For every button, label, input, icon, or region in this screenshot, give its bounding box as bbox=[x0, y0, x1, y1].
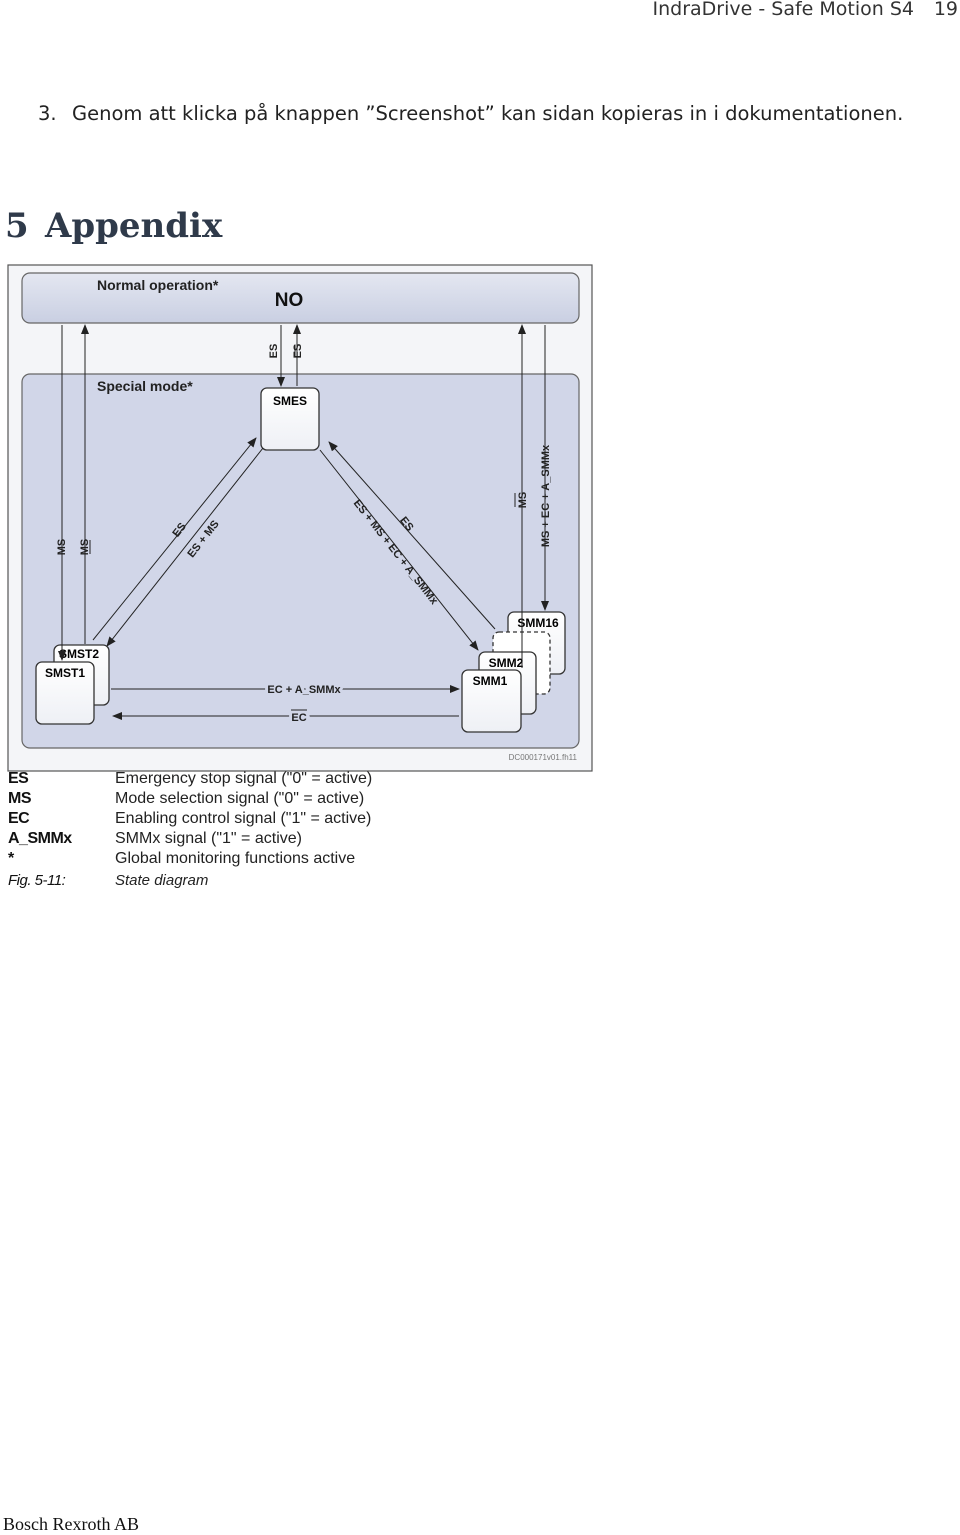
label-es-up: ES bbox=[268, 344, 280, 359]
label-ms-left1: MS bbox=[56, 539, 68, 556]
figure-title: State diagram bbox=[115, 872, 209, 889]
smm2-label: SMM2 bbox=[489, 656, 524, 670]
label-ms-ec-a-smmx: MS + EC + A_SMMx bbox=[540, 444, 552, 547]
label-ms-right1: MS bbox=[517, 492, 529, 509]
section-heading: 5 Appendix bbox=[5, 206, 222, 246]
legend-key: * bbox=[8, 850, 14, 867]
legend-row: EC Enabling control signal ("1" = active… bbox=[8, 810, 508, 830]
header-title: IndraDrive - Safe Motion S4 bbox=[652, 0, 914, 20]
step-text: Genom att klicka på knappen ”Screenshot”… bbox=[72, 102, 904, 125]
figure-number: Fig. 5-11: bbox=[8, 872, 66, 889]
arrow-smes-to-smm bbox=[319, 449, 479, 651]
legend-row: ES Emergency stop signal ("0" = active) bbox=[8, 770, 508, 790]
legend-key: A_SMMx bbox=[8, 830, 72, 847]
normal-operation-band bbox=[21, 272, 580, 324]
smst1-label: SMST1 bbox=[45, 666, 85, 680]
state-smes bbox=[260, 387, 320, 451]
figure-caption: Fig. 5-11: State diagram bbox=[8, 872, 508, 892]
legend-key: ES bbox=[8, 770, 29, 787]
label-ms-left2: MS bbox=[79, 539, 91, 556]
page-footer: Bosch Rexroth AB bbox=[3, 1514, 140, 1534]
legend-value: Mode selection signal ("0" = active) bbox=[115, 790, 365, 807]
special-mode-area bbox=[21, 373, 580, 749]
smm1-label: SMM1 bbox=[473, 674, 508, 688]
label-es-down: ES bbox=[292, 344, 304, 359]
smm16-label: SMM16 bbox=[517, 616, 559, 630]
arrow-smst-to-smes bbox=[92, 437, 257, 641]
label-not-ec: EC bbox=[291, 712, 306, 724]
section-number: 5 bbox=[5, 206, 29, 246]
state-smm1 bbox=[461, 669, 522, 733]
special-mode-label: Special mode* bbox=[97, 378, 193, 394]
legend-key: MS bbox=[8, 790, 32, 807]
legend-value: Emergency stop signal ("0" = active) bbox=[115, 770, 373, 787]
normal-operation-label: Normal operation* bbox=[97, 277, 219, 293]
legend-value: Global monitoring functions active bbox=[115, 850, 356, 867]
section-title: Appendix bbox=[45, 206, 223, 246]
state-no: NO bbox=[275, 290, 304, 311]
page-number: 19 bbox=[933, 0, 958, 20]
legend-value: SMMx signal ("1" = active) bbox=[115, 830, 302, 847]
legend-row: * Global monitoring functions active bbox=[8, 850, 508, 870]
state-diagram-figure: Normal operation* NO Special mode* SMES … bbox=[7, 264, 593, 772]
page-header: IndraDrive - Safe Motion S4 19 bbox=[0, 0, 960, 24]
state-smst1 bbox=[35, 661, 95, 725]
legend-value: Enabling control signal ("1" = active) bbox=[115, 810, 372, 827]
arrow-smm-to-smes bbox=[328, 441, 496, 630]
state-diagram: Normal operation* NO Special mode* SMES … bbox=[7, 264, 593, 772]
step-number: 3. bbox=[38, 102, 57, 125]
diagram-doc-id: DC000171v01.fh11 bbox=[509, 753, 578, 762]
legend-row: A_SMMx SMMx signal ("1" = active) bbox=[8, 830, 508, 850]
instruction-step: 3. Genom att klicka på knappen ”Screensho… bbox=[38, 102, 903, 125]
legend-key: EC bbox=[8, 810, 30, 827]
legend-row: MS Mode selection signal ("0" = active) bbox=[8, 790, 508, 810]
label-ec-a-smmx: EC + A_SMMx bbox=[267, 684, 341, 696]
smes-label: SMES bbox=[273, 394, 307, 408]
arrow-smes-to-smst bbox=[106, 447, 264, 647]
smst2-label: SMST2 bbox=[59, 647, 99, 661]
